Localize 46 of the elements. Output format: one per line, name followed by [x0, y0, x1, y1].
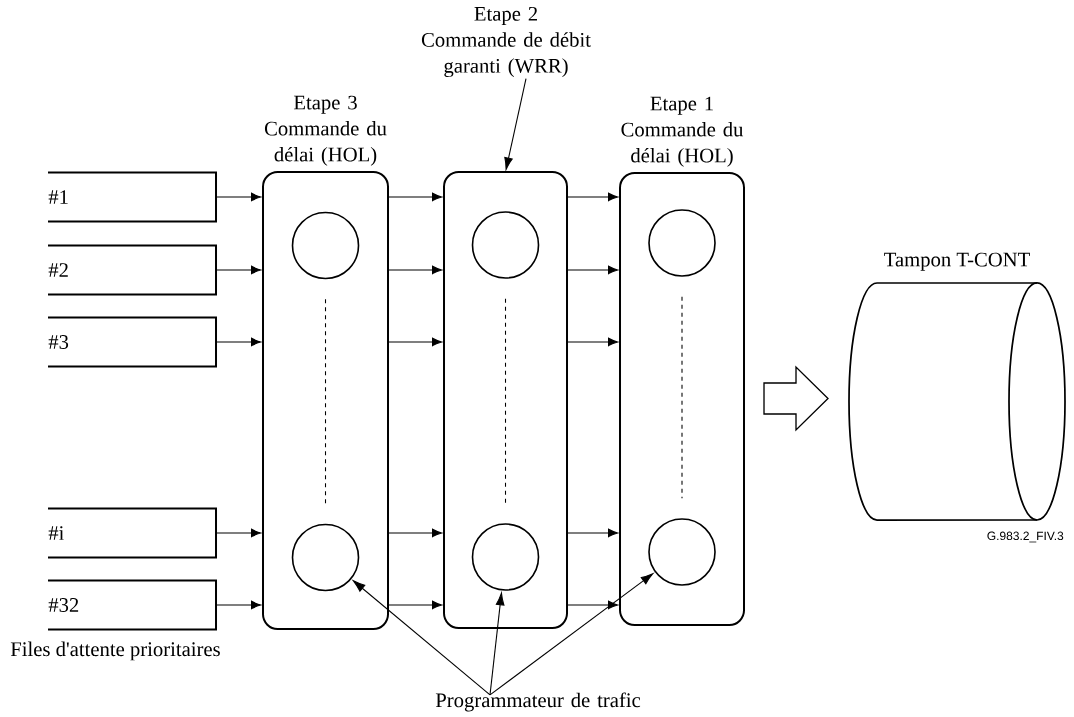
arrow	[566, 265, 619, 275]
arrow	[566, 192, 619, 202]
figure-id: G.983.2_FIV.3	[987, 531, 1064, 543]
arrow	[387, 265, 443, 275]
leader-line	[489, 573, 654, 696]
arrow	[215, 337, 262, 347]
arrow	[566, 528, 619, 538]
arrow	[566, 600, 619, 610]
scheduler-stage-box	[443, 171, 568, 629]
queue-box: #i	[47, 507, 217, 559]
dashed-line	[324, 298, 327, 505]
queue-box: #32	[47, 579, 217, 631]
queue-box: #1	[47, 171, 217, 223]
arrow	[387, 337, 443, 347]
node-label: Commande du délai (HOL)	[264, 120, 387, 166]
leader-line	[352, 580, 491, 696]
arrow	[387, 528, 443, 538]
caption-text: Programmateur de trafic	[435, 692, 641, 712]
queue-box: #2	[47, 244, 217, 296]
leader-line	[489, 592, 505, 696]
scheduler-circle	[291, 211, 360, 280]
node-label: Etape 3	[293, 95, 357, 114]
node-label: Etape 1	[650, 96, 713, 115]
dashed-line	[681, 296, 683, 499]
scheduler-circle	[471, 523, 540, 591]
scheduler-stage-box: Etape 3 Commande du délai (HOL)	[262, 95, 389, 630]
arrow	[215, 192, 262, 202]
node-label: Commande du délai (HOL)	[621, 121, 744, 167]
scheduler-circle	[471, 211, 540, 279]
buffer-cylinder: Tampon T-CONT	[848, 252, 1066, 521]
scheduler-circle	[291, 523, 360, 592]
caption-text: Etape 2 Commande de débit garanti (WRR)	[421, 6, 591, 78]
scheduler-circle	[648, 209, 716, 277]
arrow	[215, 600, 262, 610]
block-arrow	[763, 365, 829, 432]
leader-line	[504, 78, 527, 171]
dashed-line	[504, 298, 507, 504]
arrow	[387, 192, 443, 202]
scheduler-stage-box: Etape 1 Commande du délai (HOL)	[619, 96, 745, 626]
node-label: Tampon T-CONT	[884, 252, 1030, 271]
scheduler-circle	[648, 518, 716, 586]
arrow	[566, 337, 619, 347]
arrow	[215, 265, 262, 275]
arrow	[215, 528, 262, 538]
queue-box: #3	[47, 316, 217, 368]
arrow	[387, 600, 443, 610]
